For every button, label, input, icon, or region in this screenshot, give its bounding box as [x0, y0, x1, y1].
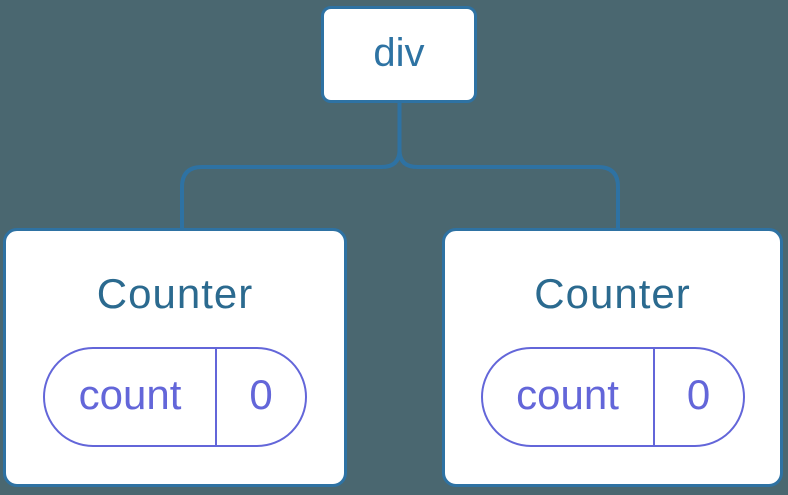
- state-key: count: [78, 371, 182, 418]
- state-value: 0: [652, 349, 743, 445]
- state-value: 0: [215, 349, 305, 445]
- state-pill: count 0: [480, 347, 745, 447]
- connector-left-branch: [180, 103, 402, 228]
- counter-card-right: Counter count 0: [442, 228, 783, 487]
- state-key: count: [516, 371, 619, 418]
- counter-card-title: Counter: [96, 270, 254, 317]
- state-pill: count 0: [43, 347, 307, 447]
- root-node-div: div: [321, 6, 477, 103]
- counter-card-left: Counter count 0: [3, 228, 347, 487]
- counter-card-title: Counter: [534, 270, 691, 317]
- connector-right-branch: [397, 103, 620, 228]
- root-node-label: div: [373, 30, 425, 75]
